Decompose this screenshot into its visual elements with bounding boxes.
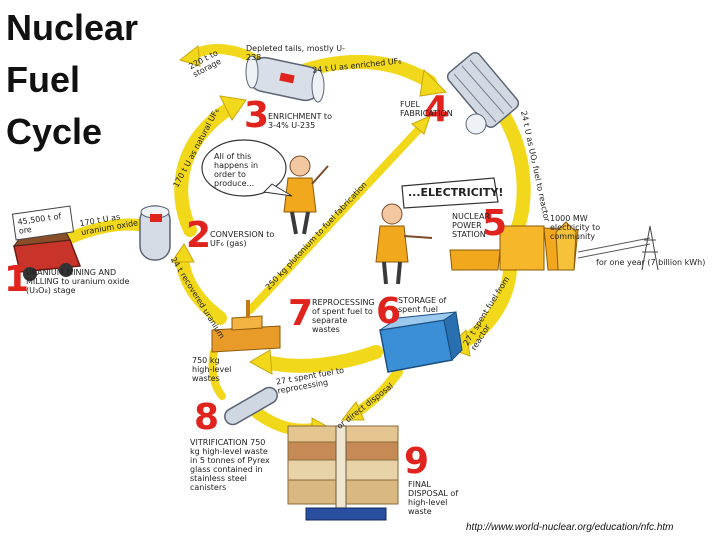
title-line-1: Nuclear bbox=[6, 7, 139, 48]
geologic-repository-icon bbox=[287, 425, 399, 521]
stage-label-fabrication: FUEL FABRICATION bbox=[400, 100, 453, 118]
arrow-storage-to-reprocessing bbox=[259, 345, 383, 373]
arrow-plutonium-to-fabrication bbox=[246, 124, 424, 314]
stage-number-7: 7 bbox=[288, 293, 314, 334]
bubble-note: All of this happens in order to produce.… bbox=[214, 152, 259, 188]
stage-label-disposal: FINAL DISPOSAL of high-level waste bbox=[408, 480, 459, 516]
uf6-cylinder-icon bbox=[139, 205, 171, 261]
arrow-label-depleted: Depleted tails, mostly U-238 bbox=[246, 44, 345, 62]
arrow-hlw-to-vitrification bbox=[208, 348, 226, 400]
stage-label-reprocessing: REPROCESSING of spent fuel to separate w… bbox=[312, 298, 375, 334]
fuel-bundle-icon bbox=[446, 52, 520, 135]
arrow-natural-to-enrichment bbox=[174, 101, 237, 237]
excited-figure bbox=[375, 203, 433, 285]
presenter-figure bbox=[283, 155, 329, 235]
stage-number-6: 6 bbox=[376, 291, 402, 332]
electricity-banner bbox=[401, 177, 499, 209]
arrow-station-to-storage bbox=[455, 263, 517, 349]
glass-canister-icon bbox=[224, 386, 278, 426]
stage-number-5: 5 bbox=[482, 203, 508, 244]
output-note: 1000 MW electricity to community bbox=[550, 214, 601, 241]
stage-number-4: 4 bbox=[424, 89, 450, 130]
stage-label-station: NUCLEAR POWER STATION bbox=[452, 212, 490, 239]
reprocessing-plant-icon bbox=[211, 300, 281, 353]
yearly-note: for one year (7 billion kWh) bbox=[596, 258, 706, 267]
arrow-enriched-to-fabrication bbox=[293, 54, 437, 89]
stage-label-conversion: CONVERSION to UF₆ (gas) bbox=[210, 230, 275, 248]
stage-label-storage: STORAGE of spent fuel bbox=[398, 296, 447, 314]
title-line-3: Cycle bbox=[6, 111, 103, 152]
electricity-note: ...ELECTRICITY! bbox=[408, 186, 504, 199]
power-station-icon bbox=[449, 221, 651, 271]
arrow-reprocessing-recycle bbox=[175, 251, 227, 325]
spent-fuel-pool-icon bbox=[379, 311, 463, 373]
stage-number-1: 1 bbox=[4, 259, 30, 300]
stage-number-9: 9 bbox=[404, 441, 430, 482]
ore-tag bbox=[11, 205, 75, 241]
enrichment-cylinders-icon bbox=[245, 55, 325, 103]
stage-number-3: 3 bbox=[244, 95, 270, 136]
page-title: Nuclear Fuel Cycle bbox=[6, 2, 138, 158]
speech-bubble bbox=[201, 139, 293, 197]
stage-label-mining: URANIUM MINING AND MILLING to uranium ox… bbox=[26, 268, 130, 295]
stage-number-2: 2 bbox=[186, 215, 212, 256]
source-credit: http://www.world-nuclear.org/education/n… bbox=[466, 522, 674, 533]
stage-number-8: 8 bbox=[194, 397, 220, 438]
pylon-icon bbox=[641, 225, 659, 271]
hlw-note: 750 kg high-level wastes bbox=[192, 356, 232, 383]
stage-label-enrichment: ENRICHMENT to 3-4% U-235 bbox=[268, 112, 332, 130]
title-line-2: Fuel bbox=[6, 59, 81, 100]
stage-label-vitrification: VITRIFICATION 750 kg high-level waste in… bbox=[190, 438, 270, 492]
